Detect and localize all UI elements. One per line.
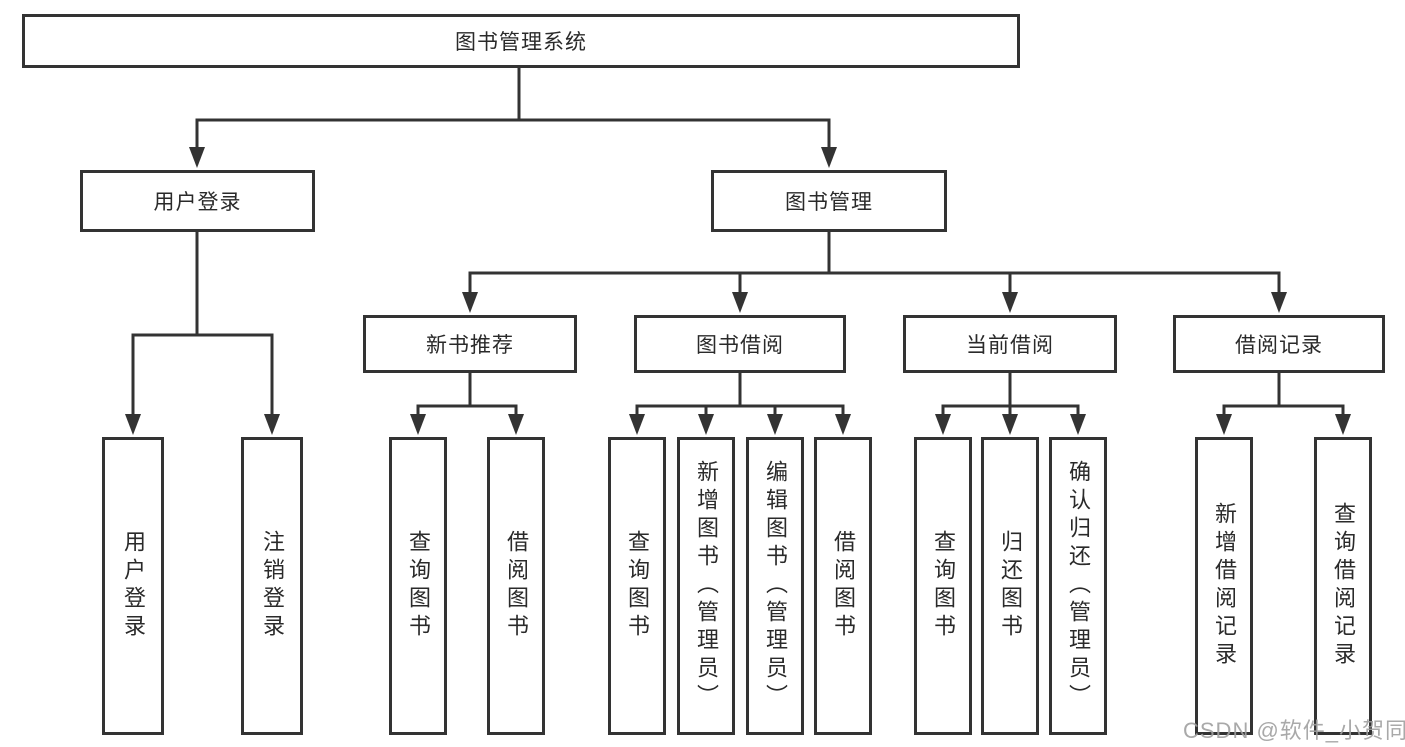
arrowheads: [125, 147, 1351, 435]
node-current-borrow: 当前借阅: [903, 315, 1117, 373]
csdn-watermark: CSDN @软件_小贺同学: [1183, 718, 1405, 743]
node-library-system: 图书管理系统: [22, 14, 1020, 68]
leaf-borrow-books: 借阅图书: [814, 437, 872, 735]
leaf-return-books: 归还图书: [981, 437, 1039, 735]
node-borrow-records: 借阅记录: [1173, 315, 1385, 373]
leaf-confirm-return-admin: 确认归还（管理员）: [1049, 437, 1107, 735]
leaf-logout: 注销登录: [241, 437, 303, 735]
node-new-book-recommend: 新书推荐: [363, 315, 577, 373]
leaf-add-books-admin: 新增图书（管理员）: [677, 437, 735, 735]
leaf-edit-books-admin: 编辑图书（管理员）: [746, 437, 804, 735]
leaf-query-books-current: 查询图书: [914, 437, 972, 735]
node-book-management: 图书管理: [711, 170, 947, 232]
leaf-query-books-borrow: 查询图书: [608, 437, 666, 735]
node-user-login: 用户登录: [80, 170, 315, 232]
leaf-borrow-books-recommend: 借阅图书: [487, 437, 545, 735]
leaf-add-borrow-record: 新增借阅记录: [1195, 437, 1253, 735]
node-book-borrow: 图书借阅: [634, 315, 846, 373]
leaf-query-borrow-record: 查询借阅记录: [1314, 437, 1372, 735]
leaf-query-books-recommend: 查询图书: [389, 437, 447, 735]
leaf-user-login: 用户登录: [102, 437, 164, 735]
